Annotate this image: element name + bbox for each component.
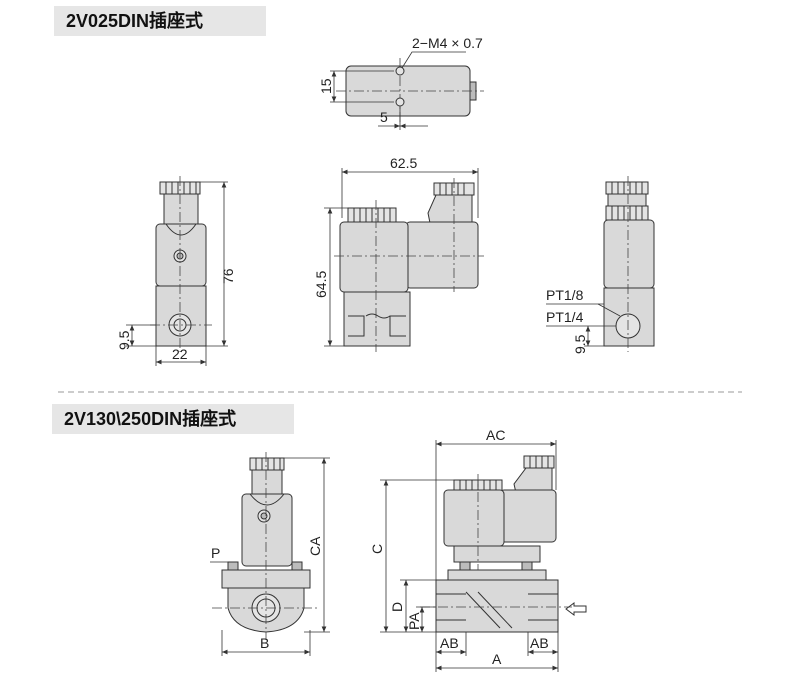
dim-9-5-left: 9.5 [116, 330, 132, 350]
dim-ac: AC [486, 427, 505, 443]
dim-ab-left: AB [440, 635, 459, 651]
pt14-label: PT1/4 [546, 309, 584, 325]
large-left-view: CA P B [210, 452, 330, 656]
dim-ca: CA [307, 536, 323, 556]
dim-9-5-right: 9.5 [572, 334, 588, 354]
dim-62-5: 62.5 [390, 155, 417, 171]
dim-a: A [492, 651, 502, 667]
dim-15: 15 [318, 78, 334, 94]
large-front-view: AC C D PA AB AB A [369, 427, 587, 672]
dim-c: C [369, 544, 385, 554]
thread-label: 2−M4 × 0.7 [412, 35, 483, 51]
dim-ab-right: AB [530, 635, 549, 651]
dim-pa: PA [406, 612, 422, 630]
dim-5: 5 [380, 109, 388, 125]
dim-64-5: 64.5 [313, 271, 329, 298]
section-title-2v025: 2V025DIN插座式 [54, 6, 266, 36]
right-view: PT1/8 PT1/4 9.5 [546, 176, 655, 354]
dim-p: P [211, 545, 220, 561]
dim-b: B [260, 635, 269, 651]
pt18-label: PT1/8 [546, 287, 584, 303]
section-title-2v130-250: 2V130\250DIN插座式 [52, 404, 294, 434]
center-view: 62.5 64.5 [313, 155, 484, 352]
dim-76: 76 [220, 268, 236, 284]
top-view: 2−M4 × 0.7 15 5 [318, 35, 484, 130]
dim-22: 22 [172, 346, 188, 362]
dim-d: D [389, 602, 405, 612]
left-view: 76 9.5 22 [116, 176, 236, 366]
arrow-left-icon [565, 602, 587, 616]
